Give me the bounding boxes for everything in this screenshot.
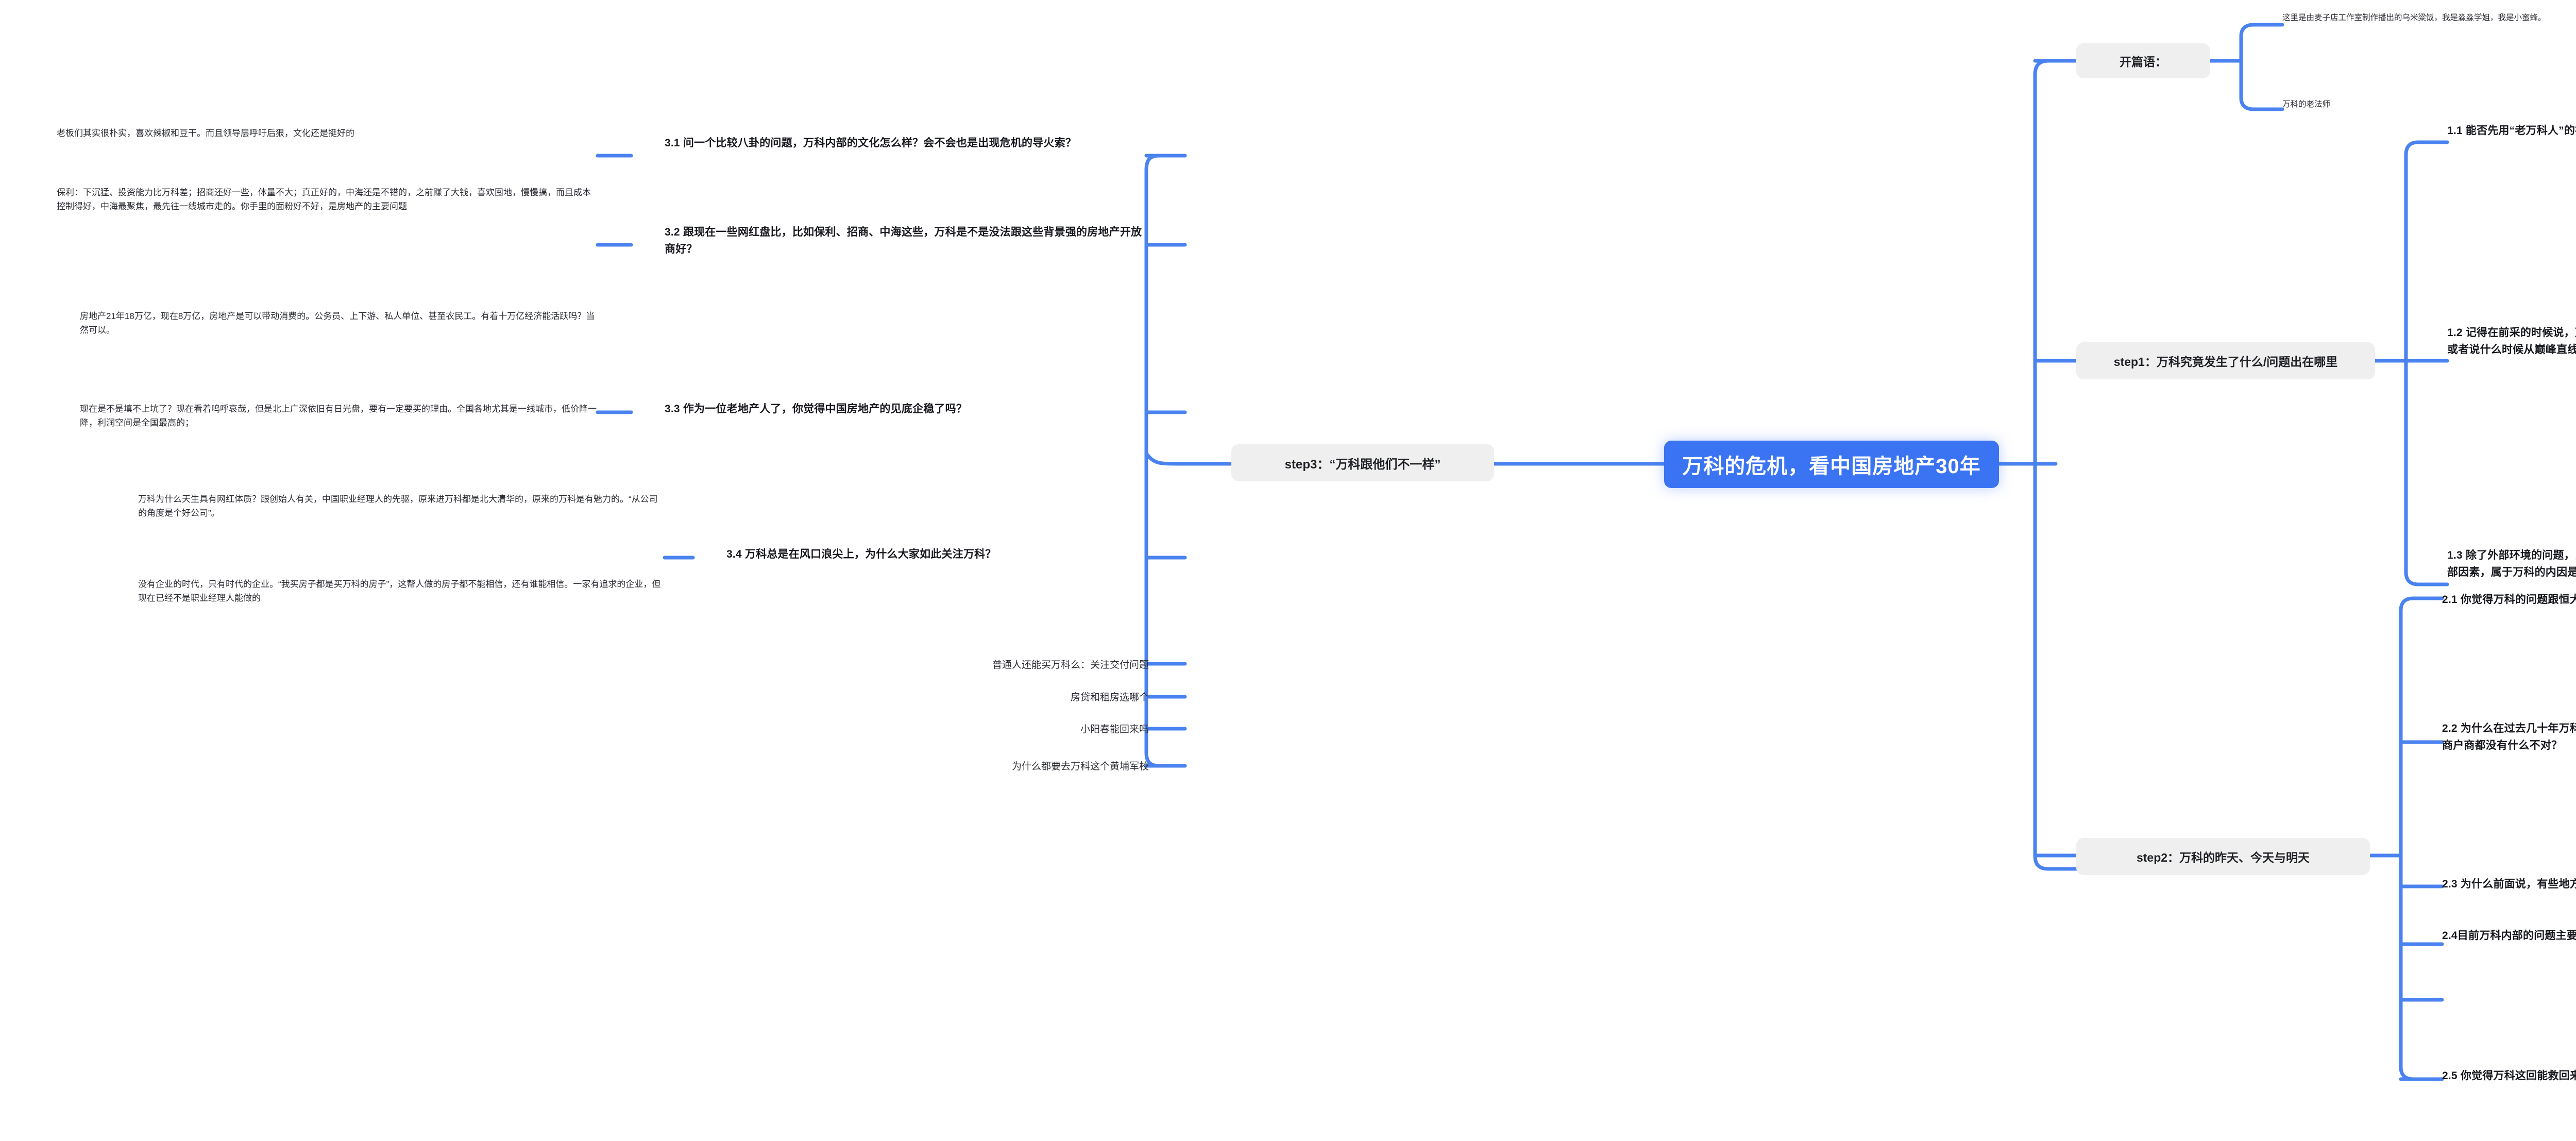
note-3-4-a-text: 万科为什么天生具有网红体质？跟创始人有关，中国职业经理人的先驱，原来进万科都是北… [138,494,658,518]
question-3-1-text: 3.1 问一个比较八卦的问题，万科内部的文化怎么样？会不会也是出现危机的导火索？ [665,137,1077,149]
note-3-4-a: 万科为什么天生具有网红体质？跟创始人有关，中国职业经理人的先驱，原来进万科都是北… [138,492,661,520]
note-opening-1: 这里是由麦子店工作室制作播出的乌米粱饭，我是淼淼学姐，我是小蜜蜂。 [2282,11,2576,24]
question-3-2-text: 3.2 跟现在一些网红盘比，比如保利、招商、中海这些，万科是不是没法跟这些背景强… [665,226,1142,255]
question-2-2[interactable]: 2.2 为什么在过去几十年万科能成长为巨无霸，现在这一套玩不转了，万科的商业模式… [2442,720,2576,754]
leaf-item-4-text: 为什么都要去万科这个黄埔军校 [1011,761,1149,772]
leaf-item-2[interactable]: 房贷和租房选哪个 [876,690,1149,703]
question-2-3-text: 2.3 为什么前面说，有些地方的地方万科都拿不到？ [2442,878,2576,890]
note-3-1-text: 老板们其实很朴实，喜欢辣椒和豆干。而且领导层呼吁后狠，文化还是挺好的 [57,128,354,138]
question-1-3[interactable]: 1.3 除了外部环境的问题，比如前面说的三道+1道的红线，还有碧桂园、恒大的暴雷… [2447,547,2576,581]
question-1-3-text: 1.3 除了外部环境的问题，比如前面说的三道+1道的红线，还有碧桂园、恒大的暴雷… [2447,549,2576,578]
note-3-2-text: 保利：下沉猛、投资能力比万科差；招商还好一些，体量不大；真正好的，中海还是不错的… [57,188,591,212]
question-3-4-text: 3.4 万科总是在风口浪尖上，为什么大家如此关注万科？ [726,548,996,560]
question-2-5-text: 2.5 你觉得万科这回能救回来吗？ [2442,1070,2576,1082]
note-3-3-b: 现在是不是填不上坑了？现在看着呜呼哀哉，但是北上广深依旧有日光盘，要有一定要买的… [80,402,600,430]
question-3-3-text: 3.3 作为一位老地产人了，你觉得中国房地产的见底企稳了吗？ [665,403,968,415]
question-1-1-text: 1.1 能否先用“老万科人”的视角跟大家简明扼要地分享一下，万科目前的危机根源在… [2447,125,2576,137]
question-1-2-text: 1.2 记得在前采的时候说，万科不差钱啊，账上的现金有很多，万科的现金流滑铁卢发… [2447,327,2576,356]
root-node[interactable]: 万科的危机，看中国房地产30年 [1664,441,1999,488]
note-opening-2-text: 万科的老法师 [2282,100,2331,109]
note-3-4-b: 没有企业的时代，只有时代的企业。“我买房子都是买万科的房子”，这帮人做的房子都不… [138,577,661,605]
question-2-2-text: 2.2 为什么在过去几十年万科能成长为巨无霸，现在这一套玩不转了，万科的商业模式… [2442,723,2576,751]
note-3-1: 老板们其实很朴实，喜欢辣椒和豆干。而且领导层呼吁后狠，文化还是挺好的 [57,126,598,140]
leaf-item-4[interactable]: 为什么都要去万科这个黄埔军校 [876,759,1149,773]
root-title: 万科的危机，看中国房地产30年 [1682,455,1981,478]
question-3-1[interactable]: 3.1 问一个比较八卦的问题，万科内部的文化怎么样？会不会也是出现危机的导火索？ [665,135,1149,152]
question-2-1[interactable]: 2.1 你觉得万科的问题跟恒大和碧桂园一样吗？是因为扩张太快太猛的问题吗？ [2442,592,2576,609]
question-2-5[interactable]: 2.5 你觉得万科这回能救回来吗？ [2442,1068,2576,1085]
branch-step2-label: step2：万科的昨天、今天与明天 [2136,851,2310,864]
note-3-2: 保利：下沉猛、投资能力比万科差；招商还好一些，体量不大；真正好的，中海还是不错的… [57,186,598,213]
question-2-4-text: 2.4目前万科内部的问题主要在哪里？或者说究竟有多少年才能救万科？ [2442,930,2576,942]
question-2-4[interactable]: 2.4目前万科内部的问题主要在哪里？或者说究竟有多少年才能救万科？ [2442,928,2576,945]
question-2-3[interactable]: 2.3 为什么前面说，有些地方的地方万科都拿不到？ [2442,876,2576,893]
branch-opening[interactable]: 开篇语： [2076,43,2210,78]
branch-step3[interactable]: step3：“万科跟他们不一样” [1231,444,1494,481]
branch-step2[interactable]: step2：万科的昨天、今天与明天 [2076,838,2370,875]
question-3-3[interactable]: 3.3 作为一位老地产人了，你觉得中国房地产的见底企稳了吗？ [665,401,1149,418]
question-3-2[interactable]: 3.2 跟现在一些网红盘比，比如保利、招商、中海这些，万科是不是没法跟这些背景强… [665,224,1149,258]
note-opening-2: 万科的老法师 [2282,98,2576,111]
note-opening-1-text: 这里是由麦子店工作室制作播出的乌米粱饭，我是淼淼学姐，我是小蜜蜂。 [2282,13,2546,22]
leaf-item-3[interactable]: 小阳春能回来吗 [876,721,1149,735]
branch-step1-label: step1：万科究竟发生了什么/问题出在哪里 [2113,355,2338,368]
leaf-item-2-text: 房贷和租房选哪个 [1070,692,1149,703]
branch-step3-label: step3：“万科跟他们不一样” [1284,457,1441,472]
note-3-3-a: 房地产21年18万亿，现在8万亿，房地产是可以带动消费的。公务员、上下游、私人单… [80,309,600,337]
leaf-item-1-text: 普通人还能买万科么：关注交付问题 [992,660,1149,670]
question-2-1-text: 2.1 你觉得万科的问题跟恒大和碧桂园一样吗？是因为扩张太快太猛的问题吗？ [2442,594,2576,606]
question-3-4[interactable]: 3.4 万科总是在风口浪尖上，为什么大家如此关注万科？ [726,546,1149,563]
leaf-item-1[interactable]: 普通人还能买万科么：关注交付问题 [876,657,1149,671]
question-1-1[interactable]: 1.1 能否先用“老万科人”的视角跟大家简明扼要地分享一下，万科目前的危机根源在… [2447,123,2576,140]
branch-opening-label: 开篇语： [2120,55,2167,69]
note-3-3-b-text: 现在是不是填不上坑了？现在看着呜呼哀哉，但是北上广深依旧有日光盘，要有一定要买的… [80,404,597,428]
question-1-2[interactable]: 1.2 记得在前采的时候说，万科不差钱啊，账上的现金有很多，万科的现金流滑铁卢发… [2447,325,2576,358]
note-3-3-a-text: 房地产21年18万亿，现在8万亿，房地产是可以带动消费的。公务员、上下游、私人单… [80,311,595,335]
note-3-4-b-text: 没有企业的时代，只有时代的企业。“我买房子都是买万科的房子”，这帮人做的房子都不… [138,579,661,603]
leaf-item-3-text: 小阳春能回来吗 [1080,724,1149,735]
branch-step1[interactable]: step1：万科究竟发生了什么/问题出在哪里 [2076,342,2375,379]
